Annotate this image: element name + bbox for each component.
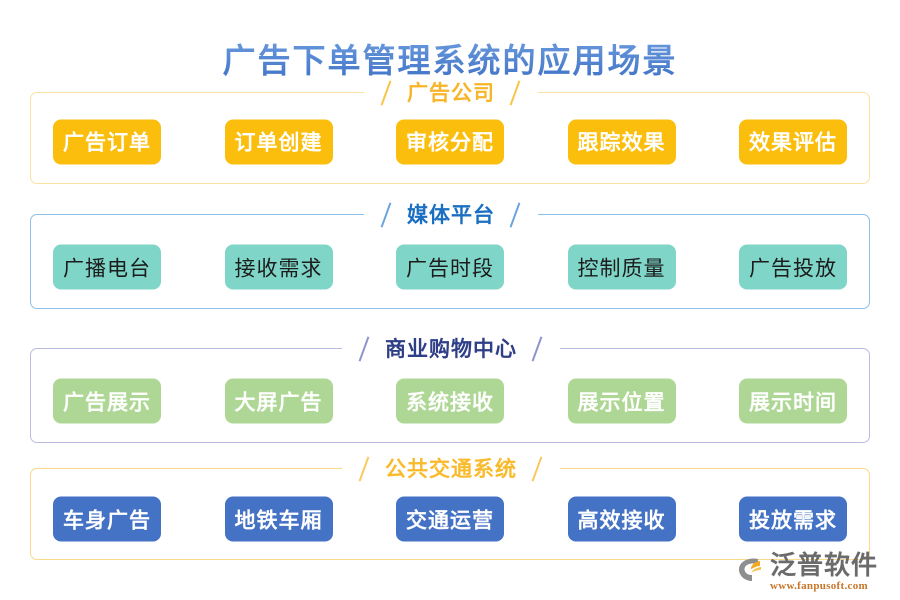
fanpu-logo-icon bbox=[736, 554, 766, 584]
item-pill[interactable]: 广播电台 bbox=[53, 244, 161, 290]
section-items: 广告订单 订单创建 审核分配 跟踪效果 效果评估 bbox=[53, 119, 847, 165]
item-pill[interactable]: 广告投放 bbox=[739, 244, 847, 290]
page-title: 广告下单管理系统的应用场景 bbox=[0, 34, 900, 82]
slash-right-icon bbox=[531, 456, 544, 482]
slash-right-icon bbox=[531, 336, 544, 362]
item-pill[interactable]: 广告时段 bbox=[396, 244, 504, 290]
item-pill[interactable]: 展示位置 bbox=[567, 378, 676, 424]
item-pill[interactable]: 地铁车厢 bbox=[224, 496, 333, 542]
item-pill[interactable]: 广告展示 bbox=[53, 378, 161, 424]
item-pill[interactable]: 车身广告 bbox=[53, 496, 161, 542]
slash-left-icon bbox=[380, 202, 393, 228]
section-public-transport: 公共交通系统 车身广告 地铁车厢 交通运营 高效接收 投放需求 bbox=[30, 456, 870, 560]
section-items: 广播电台 接收需求 广告时段 控制质量 广告投放 bbox=[53, 244, 847, 290]
slash-left-icon bbox=[358, 336, 371, 362]
item-pill[interactable]: 接收需求 bbox=[224, 244, 333, 290]
section-items: 广告展示 大屏广告 系统接收 展示位置 展示时间 bbox=[53, 378, 847, 424]
item-pill[interactable]: 广告订单 bbox=[53, 119, 161, 165]
logo-name: 泛普软件 bbox=[769, 550, 878, 580]
section-items: 车身广告 地铁车厢 交通运营 高效接收 投放需求 bbox=[53, 496, 847, 542]
section-advertising-company: 广告公司 广告订单 订单创建 审核分配 跟踪效果 效果评估 bbox=[30, 80, 870, 184]
brand-logo: 泛普软件 www.fanpusoft.com bbox=[736, 552, 878, 592]
item-pill[interactable]: 交通运营 bbox=[396, 496, 504, 542]
section-media-platform: 媒体平台 广播电台 接收需求 广告时段 控制质量 广告投放 bbox=[30, 202, 870, 309]
slash-left-icon bbox=[358, 456, 371, 482]
item-pill[interactable]: 控制质量 bbox=[567, 244, 676, 290]
slash-left-icon bbox=[380, 80, 393, 106]
section-header: 公共交通系统 bbox=[31, 454, 871, 484]
logo-text: 泛普软件 www.fanpusoft.com bbox=[770, 552, 878, 592]
section-title: 广告公司 bbox=[407, 80, 495, 105]
item-pill[interactable]: 效果评估 bbox=[739, 119, 847, 165]
logo-url: www.fanpusoft.com bbox=[769, 580, 868, 592]
item-pill[interactable]: 大屏广告 bbox=[224, 378, 333, 424]
slash-right-icon bbox=[509, 80, 522, 106]
item-pill[interactable]: 跟踪效果 bbox=[567, 119, 676, 165]
item-pill[interactable]: 系统接收 bbox=[396, 378, 504, 424]
section-shopping-mall: 商业购物中心 广告展示 大屏广告 系统接收 展示位置 展示时间 bbox=[30, 336, 870, 443]
slash-right-icon bbox=[509, 202, 522, 228]
item-pill[interactable]: 高效接收 bbox=[567, 496, 676, 542]
item-pill[interactable]: 订单创建 bbox=[224, 119, 333, 165]
item-pill[interactable]: 投放需求 bbox=[739, 496, 847, 542]
section-title: 公共交通系统 bbox=[385, 456, 517, 481]
section-header: 商业购物中心 bbox=[31, 334, 871, 364]
section-header: 媒体平台 bbox=[31, 200, 871, 230]
item-pill[interactable]: 审核分配 bbox=[396, 119, 504, 165]
section-title: 媒体平台 bbox=[407, 202, 495, 227]
item-pill[interactable]: 展示时间 bbox=[739, 378, 847, 424]
section-header: 广告公司 bbox=[31, 78, 871, 108]
section-title: 商业购物中心 bbox=[385, 336, 517, 361]
